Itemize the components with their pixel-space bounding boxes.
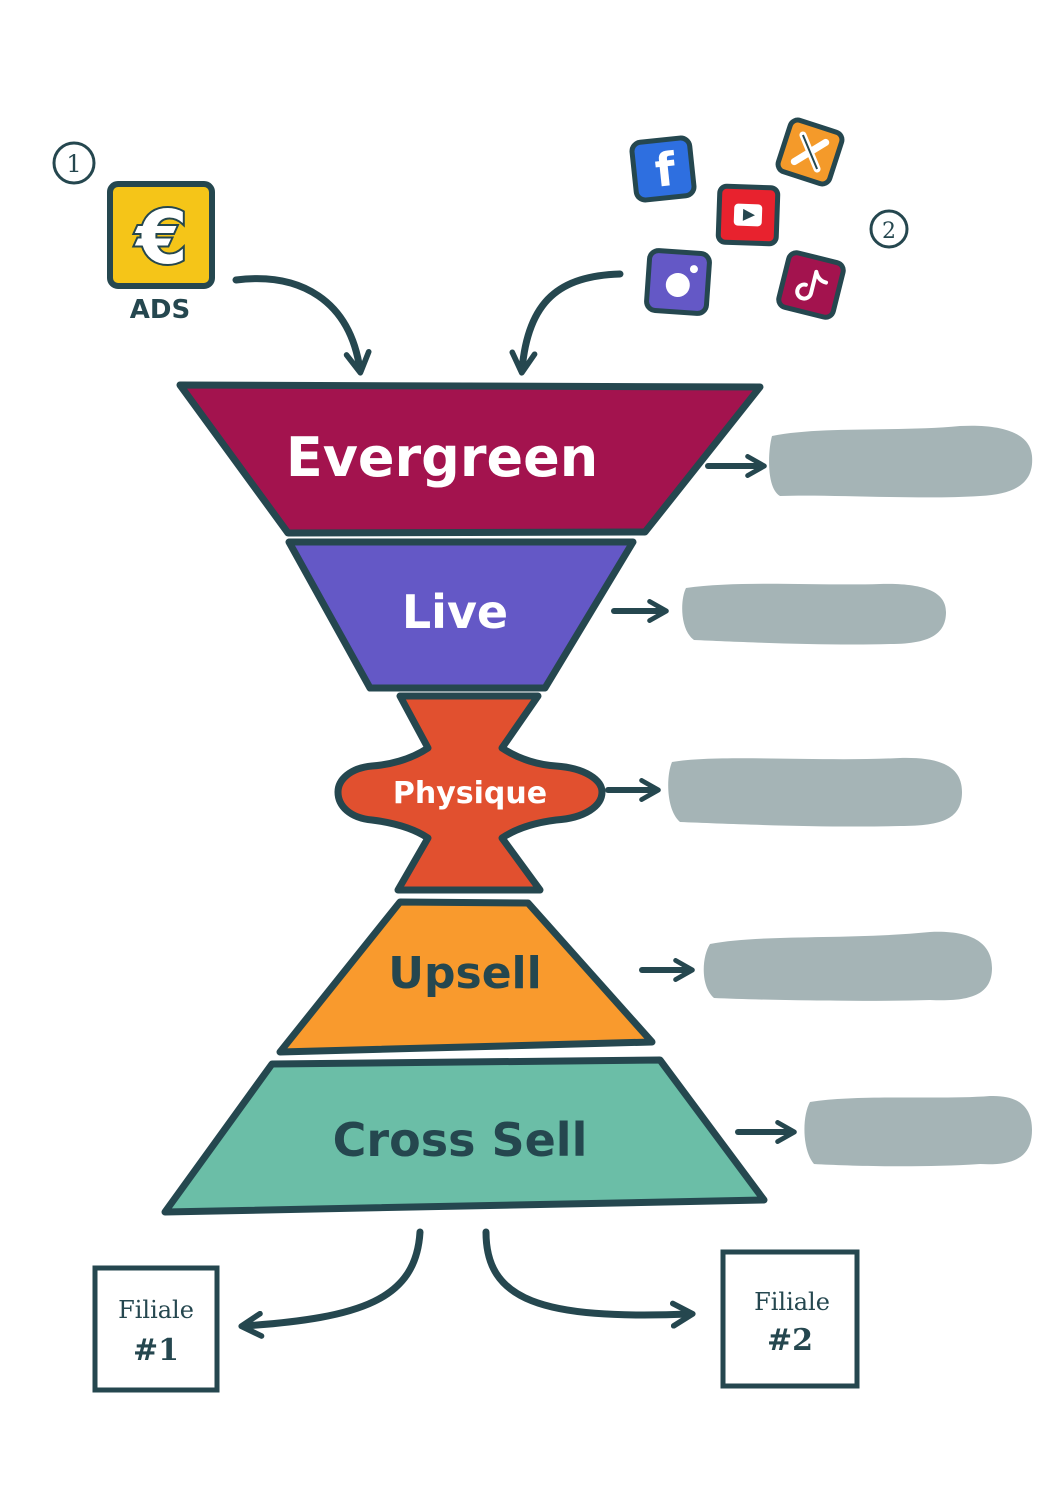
funnel-stage-physique — [334, 692, 606, 894]
redacted-block — [703, 931, 992, 1001]
funnel-stage-evergreen — [176, 381, 764, 537]
filiale-2-number: #2 — [767, 1323, 813, 1358]
social-to-funnel-arrow — [509, 270, 624, 376]
tiktok-icon — [776, 250, 846, 320]
instagram-icon — [644, 248, 712, 316]
step-marker-2: 2 — [869, 209, 909, 249]
facebook-icon: f — [629, 135, 697, 203]
live-note — [611, 583, 946, 645]
x-icon — [775, 117, 845, 187]
funnel-stage-upsell — [276, 898, 656, 1056]
upsell-note — [639, 931, 992, 1001]
cross-sell-note — [735, 1095, 1032, 1167]
funnel-label-evergreen: Evergreen — [286, 426, 598, 489]
svg-text:2: 2 — [882, 219, 896, 244]
to-filiale-1-arrow — [238, 1228, 424, 1339]
funnel-stage-live — [285, 538, 637, 692]
funnel-stage-cross-sell — [161, 1056, 768, 1216]
svg-text:1: 1 — [66, 150, 81, 178]
filiale-1-number: #1 — [133, 1333, 179, 1368]
youtube-icon — [715, 183, 781, 247]
evergreen-note — [705, 425, 1033, 498]
filiale-2-box: Filiale #2 — [720, 1249, 860, 1389]
filiale-1-box: Filiale #1 — [92, 1265, 220, 1393]
funnel-label-cross-sell: Cross Sell — [333, 1113, 588, 1167]
funnel-label-live: Live — [402, 585, 508, 639]
redacted-block — [804, 1095, 1032, 1167]
physique-note — [605, 757, 962, 827]
redacted-block — [769, 425, 1033, 498]
filiale-1-label: Filiale — [118, 1296, 194, 1324]
redacted-block — [668, 757, 962, 827]
ads-to-funnel-arrow — [232, 275, 372, 376]
step-marker-1: 1 — [52, 141, 96, 185]
redacted-block — [682, 583, 946, 645]
funnel-label-upsell: Upsell — [388, 948, 541, 999]
funnel-label-physique: Physique — [393, 776, 547, 811]
svg-text:€: € — [134, 195, 188, 281]
to-filiale-2-arrow — [482, 1228, 696, 1329]
filiale-2-label: Filiale — [754, 1288, 830, 1316]
ads-label: ADS — [130, 295, 190, 325]
euro-icon — [107, 181, 215, 289]
ads-source: € ADS — [107, 181, 215, 325]
